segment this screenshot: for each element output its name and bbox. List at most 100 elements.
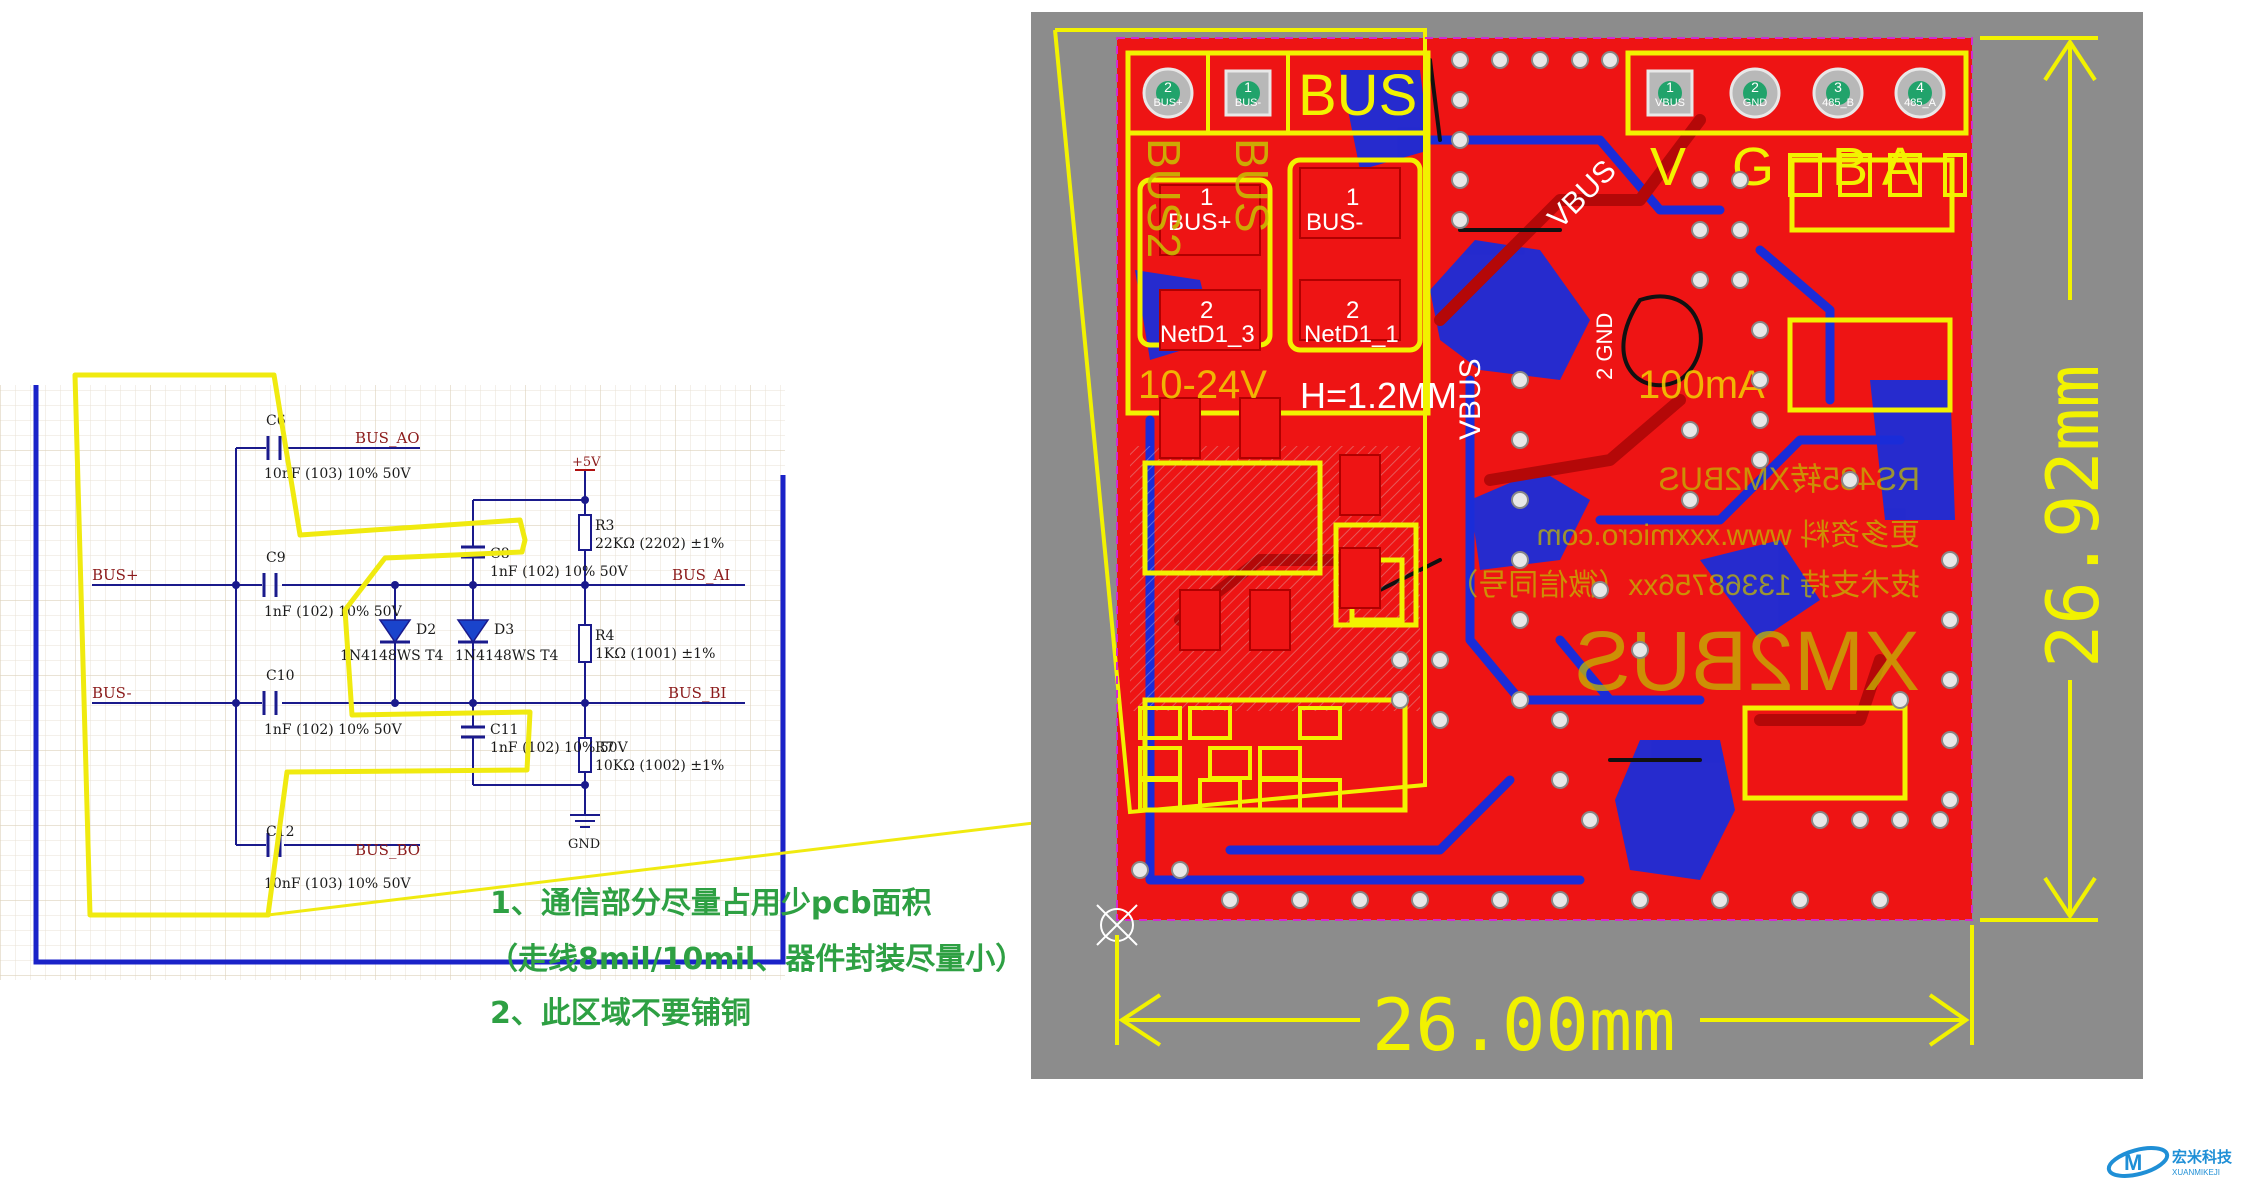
power-connector-outline	[1625, 50, 1969, 136]
via	[1391, 691, 1409, 709]
pin-name: BUS+	[1153, 97, 1182, 109]
pin-name: 485_B	[1822, 97, 1854, 109]
via	[1891, 811, 1909, 829]
via	[1411, 891, 1429, 909]
via	[1451, 51, 1469, 69]
via	[1941, 671, 1959, 689]
schematic: C6 10nF (103) 10% 50V C9 1nF (102) 10% 5…	[0, 372, 786, 980]
d3-ref: D3	[494, 622, 514, 638]
via	[1291, 891, 1309, 909]
dimension-width: 26.00mm	[1372, 983, 1675, 1067]
c9-value: 1nF (102) 10% 50V	[264, 604, 403, 620]
silk-gnd: 2 GND	[1592, 313, 1617, 380]
pad-bus-minus: BUS-	[1306, 209, 1363, 236]
via	[1851, 811, 1869, 829]
via	[1551, 771, 1569, 789]
c9-ref: C9	[266, 550, 286, 566]
pad-netd1-1-num: 2	[1346, 297, 1359, 324]
letter-v: V	[1650, 137, 1686, 197]
pin-name: VBUS	[1655, 97, 1685, 109]
via	[1891, 691, 1909, 709]
c11-value: 1nF (102) 10% 50V	[490, 740, 629, 756]
silk-bus2: BUS2	[1138, 138, 1190, 258]
via	[1531, 51, 1549, 69]
via	[1171, 861, 1189, 879]
via	[1451, 211, 1469, 229]
brand-name-en: XUANMIKEJI	[2172, 1168, 2220, 1177]
via	[1691, 221, 1709, 239]
net-bus-minus: BUS-	[92, 684, 132, 702]
d2-ref: D2	[416, 622, 436, 638]
via	[1751, 371, 1769, 389]
brand-logo: M 宏米科技 XUANMIKEJI	[2106, 1146, 2233, 1178]
via	[1491, 891, 1509, 909]
pin-name: BUS-	[1235, 97, 1262, 109]
keepout-outline	[1053, 28, 1427, 815]
via	[1811, 811, 1829, 829]
via	[1931, 811, 1949, 829]
r3-ref: R3	[595, 518, 614, 534]
brand-name: 宏米科技	[2172, 1148, 2233, 1166]
power-pin-3: 3 485_B	[1812, 67, 1864, 119]
r4-ref: R4	[595, 628, 615, 644]
note-line-2: （走线8mil/10mil、器件封装尽量小）	[488, 942, 1026, 977]
via	[1691, 271, 1709, 289]
via	[1511, 551, 1529, 569]
via	[1681, 491, 1699, 509]
silk-flipped-texts: RS485转XM2BUS 更多资料 www.xxxmicro.com 技术支持 …	[1448, 461, 1920, 708]
c10-value: 1nF (102) 10% 50V	[264, 722, 403, 738]
silk-texts: BUS2 BUS 10-24V 100mA	[1138, 138, 1765, 407]
via	[1511, 371, 1529, 389]
c6-value: 10nF (103) 10% 50V	[264, 466, 411, 482]
power-pin-2: 2 GND	[1729, 67, 1781, 119]
via	[1751, 451, 1769, 469]
silk-volt: 10-24V	[1138, 363, 1267, 407]
via	[1551, 711, 1569, 729]
via	[1941, 611, 1959, 629]
bus-connector-pin-1: 2 BUS+	[1142, 67, 1194, 119]
via	[1941, 791, 1959, 809]
junction-dots	[232, 496, 589, 789]
via	[1731, 171, 1749, 189]
via	[1871, 891, 1889, 909]
power-pin-1: 1 VBUS	[1646, 69, 1694, 117]
via	[1791, 891, 1809, 909]
smd-pads	[1159, 167, 1401, 651]
via	[1351, 891, 1369, 909]
silk-website: 更多资料 www.xxxmicro.com	[1537, 519, 1920, 552]
via	[1751, 411, 1769, 429]
via	[1511, 431, 1529, 449]
pin-number: 1	[1244, 79, 1252, 95]
brand-logo-mark: M	[2124, 1150, 2142, 1175]
pin-number: 3	[1834, 79, 1842, 95]
via	[1601, 51, 1619, 69]
pad-bus-plus-num: 1	[1200, 184, 1213, 211]
resistor-symbols	[578, 514, 592, 773]
via	[1941, 551, 1959, 569]
via	[1551, 891, 1569, 909]
schematic-sheet-border	[33, 385, 786, 965]
r4-value: 1KΩ (1001) ±1%	[595, 646, 715, 662]
power-pin-4: 4 485_A	[1894, 67, 1946, 119]
pin-number: 2	[1164, 79, 1172, 95]
d3-part: 1N4148WS T4	[455, 648, 559, 664]
via	[1221, 891, 1239, 909]
via	[1131, 861, 1149, 879]
d2-part: 1N4148WS T4	[340, 648, 444, 664]
r7-value: 10KΩ (1002) ±1%	[595, 758, 724, 774]
net-gnd: GND	[568, 837, 600, 852]
c10-ref: C10	[266, 668, 295, 684]
schematic-wires	[92, 447, 745, 846]
pin-number: 4	[1916, 79, 1924, 95]
via	[1751, 321, 1769, 339]
pad-netd1-3: NetD1_3	[1160, 321, 1255, 348]
via	[1391, 651, 1409, 669]
via	[1681, 421, 1699, 439]
dimension-height: 26.92mm	[2031, 365, 2115, 668]
silk-current: 100mA	[1638, 363, 1765, 407]
diode-symbols	[378, 619, 490, 644]
via	[1691, 171, 1709, 189]
via	[1731, 221, 1749, 239]
letter-a: A	[1882, 137, 1918, 197]
